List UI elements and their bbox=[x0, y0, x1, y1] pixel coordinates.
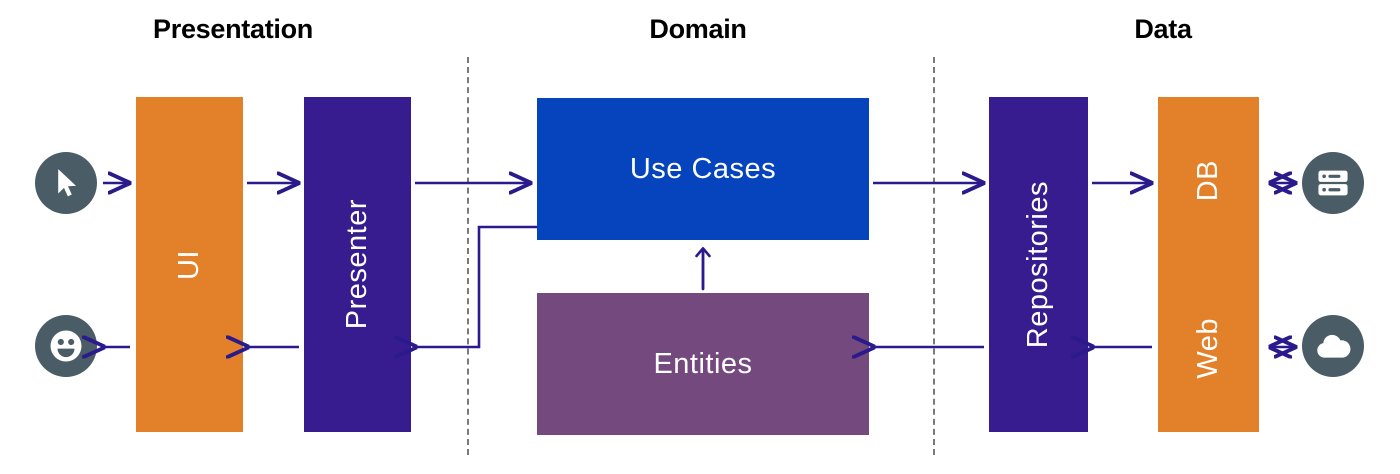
layer-title-presentation: Presentation bbox=[153, 14, 313, 44]
box-ui[interactable]: UI bbox=[136, 97, 243, 432]
box-repositories[interactable]: Repositories bbox=[989, 97, 1088, 432]
cloud-icon bbox=[1302, 315, 1364, 377]
box-entities-label: Entities bbox=[653, 347, 753, 380]
cursor-icon bbox=[35, 152, 97, 214]
box-use-cases[interactable]: Use Cases bbox=[537, 98, 869, 240]
layer-title-domain: Domain bbox=[649, 14, 747, 44]
box-web[interactable]: Web bbox=[1158, 265, 1259, 432]
server-rack-icon bbox=[1302, 152, 1364, 214]
divider-presentation-domain bbox=[467, 57, 469, 455]
box-presenter[interactable]: Presenter bbox=[304, 97, 411, 432]
box-db[interactable]: DB bbox=[1158, 97, 1259, 265]
arrow-entities-to-use-cases bbox=[695, 247, 711, 291]
box-use-cases-label: Use Cases bbox=[629, 152, 777, 185]
layer-title-data: Data bbox=[1134, 14, 1192, 44]
box-entities[interactable]: Entities bbox=[537, 293, 869, 435]
divider-domain-data bbox=[933, 57, 935, 455]
